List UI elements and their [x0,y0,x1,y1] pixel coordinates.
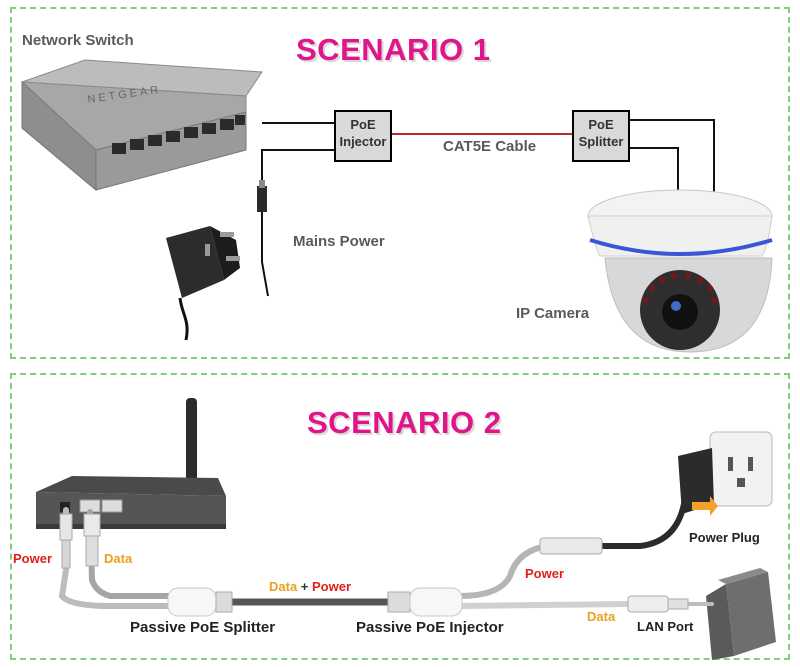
mains-power-label: Mains Power [293,233,385,250]
mains-adapter-image [166,226,240,341]
power-plug-image [678,431,773,516]
passive-splitter-device [167,587,233,617]
dc-plug-image [257,180,267,212]
data-plus-power-data: Data [269,579,298,594]
scenario-2-cables [58,501,714,609]
router-power-label: Power [13,551,53,566]
scenario-2-title: SCENARIO 2 [307,405,502,440]
computer-image [706,568,776,660]
poe-splitter-line2: Splitter [578,134,624,149]
poe-splitter-line1: PoE [588,117,614,132]
passive-injector-device [387,587,463,617]
router-connectors [59,513,101,569]
passive-splitter-label: Passive PoE Splitter [130,619,276,636]
black-wires [261,119,715,297]
poe-splitter-box: PoE Splitter [572,110,630,162]
dc-barrel-connector [539,537,603,555]
injector-data-label: Data [587,609,616,624]
data-plus-power-power: Power [312,579,352,594]
passive-injector-label: Passive PoE Injector [356,619,504,636]
router-data-label: Data [104,551,133,566]
ip-camera-image [587,189,773,353]
injector-power-label: Power [525,566,565,581]
poe-injector-line2: Injector [339,134,387,149]
lan-connector [627,595,689,613]
lan-port-label: LAN Port [637,619,694,634]
power-plug-label: Power Plug [689,530,760,545]
poe-injector-box: PoE Injector [334,110,392,162]
data-plus-power-plus: + [297,579,313,594]
cat5e-cable-label: CAT5E Cable [443,138,537,155]
data-plus-power-label: Data + Power [269,579,351,594]
ip-camera-label: IP Camera [516,305,590,322]
network-switch-image [21,59,263,192]
network-switch-label: Network Switch [22,32,134,49]
scenario-1-title: SCENARIO 1 [296,32,491,67]
poe-injector-line1: PoE [350,117,376,132]
